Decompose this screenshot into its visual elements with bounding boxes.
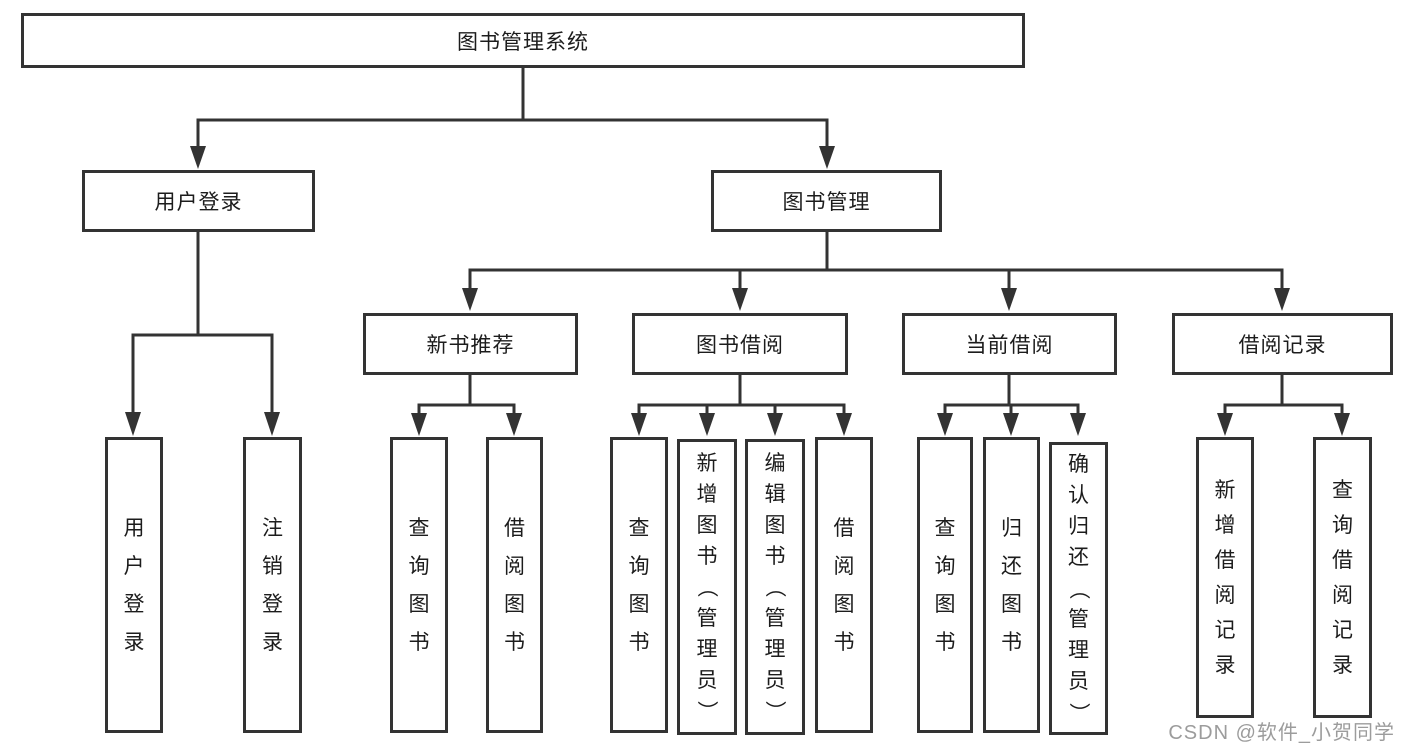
leaf-borrow-books-recommend: 借阅图书 bbox=[486, 437, 543, 733]
leaf-logout: 注销登录 bbox=[243, 437, 302, 733]
leaf-add-borrow-record: 新增借阅记录 bbox=[1196, 437, 1254, 718]
node-root-system: 图书管理系统 bbox=[21, 13, 1025, 68]
leaf-query-books-current: 查询图书 bbox=[917, 437, 973, 733]
leaf-add-books-admin: 新增图书（管理员） bbox=[677, 439, 737, 735]
node-borrow-records: 借阅记录 bbox=[1172, 313, 1393, 375]
leaf-confirm-return-admin: 确认归还（管理员） bbox=[1049, 442, 1108, 735]
node-book-borrow: 图书借阅 bbox=[632, 313, 848, 375]
leaf-user-login: 用户登录 bbox=[105, 437, 163, 733]
leaf-query-books-recommend: 查询图书 bbox=[390, 437, 448, 733]
node-current-borrow: 当前借阅 bbox=[902, 313, 1117, 375]
leaf-return-books: 归还图书 bbox=[983, 437, 1040, 733]
arrowheads bbox=[125, 146, 1350, 436]
node-user-login: 用户登录 bbox=[82, 170, 315, 232]
leaf-query-books-borrow: 查询图书 bbox=[610, 437, 668, 733]
leaf-edit-books-admin: 编辑图书（管理员） bbox=[745, 439, 805, 735]
node-book-management: 图书管理 bbox=[711, 170, 942, 232]
node-new-book-recommend: 新书推荐 bbox=[363, 313, 578, 375]
watermark: CSDN @软件_小贺同学 bbox=[1168, 722, 1395, 744]
leaf-query-borrow-record: 查询借阅记录 bbox=[1313, 437, 1372, 718]
leaf-borrow-books: 借阅图书 bbox=[815, 437, 873, 733]
